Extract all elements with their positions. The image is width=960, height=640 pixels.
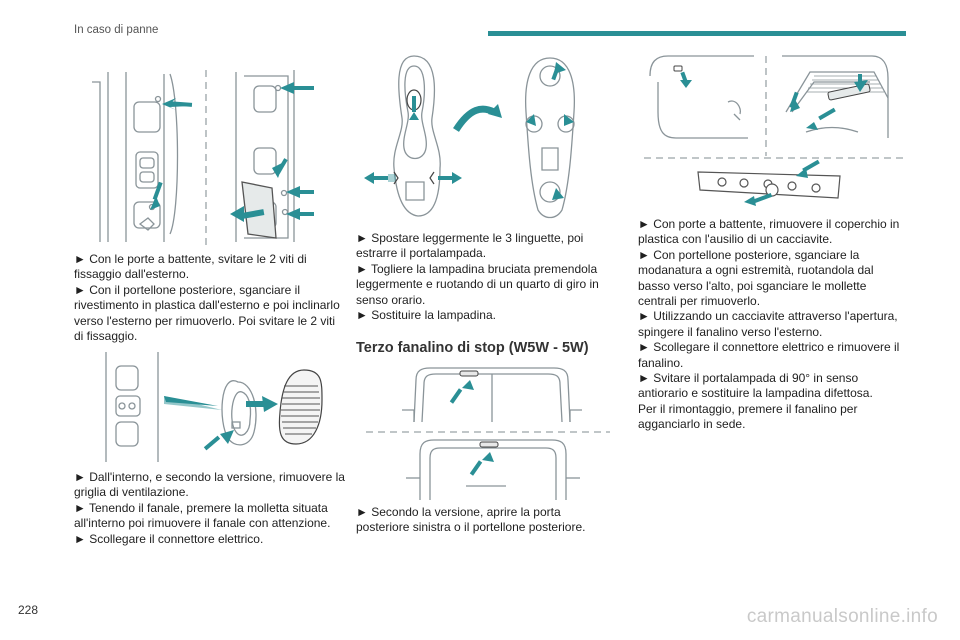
lamp-holder-illustration xyxy=(364,55,576,219)
instruction-step: ► Con portellone posteriore, sganciare l… xyxy=(638,247,874,309)
column2-text-block1: ► Spostare leggermente le 3 linguette, p… xyxy=(356,231,608,323)
column1-text-block1: ► Con le porte a battente, svitare le 2 … xyxy=(74,252,346,344)
ventilation-grille-illustration xyxy=(105,352,323,462)
instruction-step: ► Con porte a battente, rimuovere il cop… xyxy=(638,217,900,247)
column1-text-block2: ► Dall'interno, e secondo la versione, r… xyxy=(74,470,346,547)
instruction-step: ► Con il portellone posteriore, sganciar… xyxy=(74,282,340,344)
section-title: Terzo fanalino di stop (W5W - 5W) xyxy=(356,340,589,356)
column3-text-block1: ► Con porte a battente, rimuovere il cop… xyxy=(638,217,908,433)
instruction-step: ► Scollegare il connettore elettrico e r… xyxy=(638,340,900,370)
instruction-step: ► Secondo la versione, aprire la porta p… xyxy=(356,505,586,535)
third-stop-light-illustration xyxy=(644,55,906,206)
rear-door-stop-light-illustration xyxy=(366,367,610,500)
instruction-step: ► Utilizzando un cacciavite attraverso l… xyxy=(638,309,898,339)
header-title: In caso di panne xyxy=(74,24,159,36)
instruction-step: ► Sostituire la lampadina. xyxy=(356,308,496,323)
instruction-step: ► Scollegare il connettore elettrico. xyxy=(74,531,264,546)
instruction-step: ► Svitare il portalampada di 90° in sens… xyxy=(638,371,873,401)
column2-text-block2: ► Secondo la versione, aprire la porta p… xyxy=(356,505,608,536)
header-accent-bar xyxy=(488,31,906,36)
instruction-step: ► Spostare leggermente le 3 linguette, p… xyxy=(356,231,584,261)
instruction-step: ► Tenendo il fanale, premere la molletta… xyxy=(74,500,331,531)
instruction-step: ► Con le porte a battente, svitare le 2 … xyxy=(74,252,307,282)
instruction-step: ► Dall'interno, e secondo la versione, r… xyxy=(74,470,345,500)
instruction-step: ► Togliere la lampadina bruciata premend… xyxy=(356,261,599,307)
rear-light-exterior-illustration xyxy=(92,70,314,246)
page-number: 228 xyxy=(18,603,39,617)
watermark: carmanualsonline.info xyxy=(746,606,938,627)
reassembly-note: Per il rimontaggio, premere il fanalino … xyxy=(638,401,858,432)
